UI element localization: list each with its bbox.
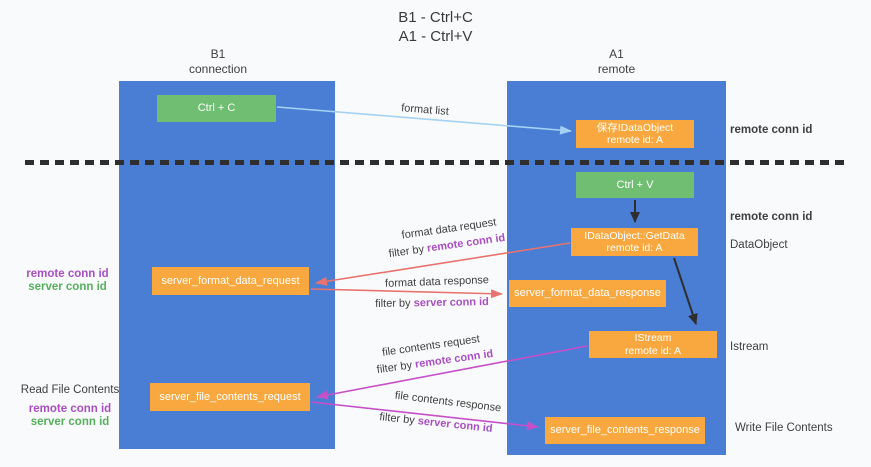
left-format-server-conn-id: server conn id [28, 281, 107, 293]
save-idataobject-node: 保存IDataObject remote id: A [576, 120, 694, 148]
right-save-remote-conn-id: remote conn id [730, 124, 813, 136]
ctrl-c-label: Ctrl + C [197, 102, 236, 114]
filter-prefix-3: filter by [376, 358, 416, 377]
ctrl-v-node: Ctrl + V [576, 172, 694, 198]
idataobject-getdata-node: IDataObject::GetData remote id: A [571, 228, 698, 256]
istream-line1: IStream [634, 332, 672, 344]
column-header-a1: A1 remote [507, 47, 726, 77]
server-conn-id-inline-1: server conn id [413, 296, 489, 310]
format-data-response-label: format data response [384, 274, 490, 290]
left-read-remote-conn-id: remote conn id [28, 403, 112, 415]
save-idataobject-line2: remote id: A [606, 134, 664, 146]
server-file-contents-request-label: server_file_contents_request [159, 390, 301, 403]
ctrl-c-node: Ctrl + C [157, 95, 276, 122]
idataobject-getdata-line1: IDataObject::GetData [584, 229, 685, 242]
column-a1-role: remote [597, 62, 636, 76]
left-format-remote-conn-id: remote conn id [26, 268, 109, 280]
ctrl-v-label: Ctrl + V [616, 178, 654, 191]
filter-prefix-2: filter by [375, 297, 414, 310]
istream-side-label: Istream [730, 341, 769, 353]
column-header-b1: B1 connection [110, 47, 326, 77]
read-file-contents-label: Read File Contents [20, 384, 120, 396]
filter-by-server-conn-id-label-1: filter by server conn id [375, 296, 489, 310]
server-conn-id-inline-2: server conn id [417, 415, 494, 435]
dataobject-label: DataObject [730, 239, 788, 251]
column-b1-role: connection [188, 62, 248, 76]
title-line-1: B1 - Ctrl+C [398, 9, 473, 26]
filter-prefix-4: filter by [378, 411, 419, 428]
istream-line2: remote id: A [624, 344, 682, 357]
save-idataobject-line1: 保存IDataObject [596, 121, 674, 134]
format-list-label: format list [400, 102, 450, 118]
column-b1-name: B1 [210, 47, 226, 61]
title-line-2: A1 - Ctrl+V [398, 28, 473, 45]
filter-prefix-1: filter by [388, 242, 428, 261]
server-format-data-request-node: server_format_data_request [152, 267, 309, 295]
file-contents-response-label: file contents response [394, 389, 502, 415]
server-file-contents-response-node: server_file_contents_response [545, 417, 705, 444]
left-read-server-conn-id: server conn id [30, 416, 110, 428]
server-format-data-response-label: server_format_data_response [514, 287, 661, 299]
server-format-data-response-node: server_format_data_response [509, 280, 666, 307]
istream-node: IStream remote id: A [589, 331, 717, 358]
write-file-contents-label: Write File Contents [735, 422, 833, 434]
phase-divider-dashed-line [25, 160, 847, 165]
idataobject-getdata-line2: remote id: A [606, 242, 663, 254]
right-getdata-remote-conn-id: remote conn id [730, 211, 813, 223]
column-a1-name: A1 [609, 47, 624, 61]
diagram-title: B1 - Ctrl+C A1 - Ctrl+V [0, 8, 871, 46]
filter-by-server-conn-id-label-2: filter by server conn id [379, 411, 493, 435]
left-read-file-contents-group: Read File Contents remote conn id server… [18, 384, 122, 429]
left-format-conn-ids: remote conn id server conn id [20, 268, 115, 294]
server-file-contents-request-node: server_file_contents_request [150, 383, 310, 411]
server-format-data-request-label: server_format_data_request [161, 274, 300, 287]
server-file-contents-response-label: server_file_contents_response [550, 424, 700, 436]
format-data-response-arrow [310, 288, 503, 299]
